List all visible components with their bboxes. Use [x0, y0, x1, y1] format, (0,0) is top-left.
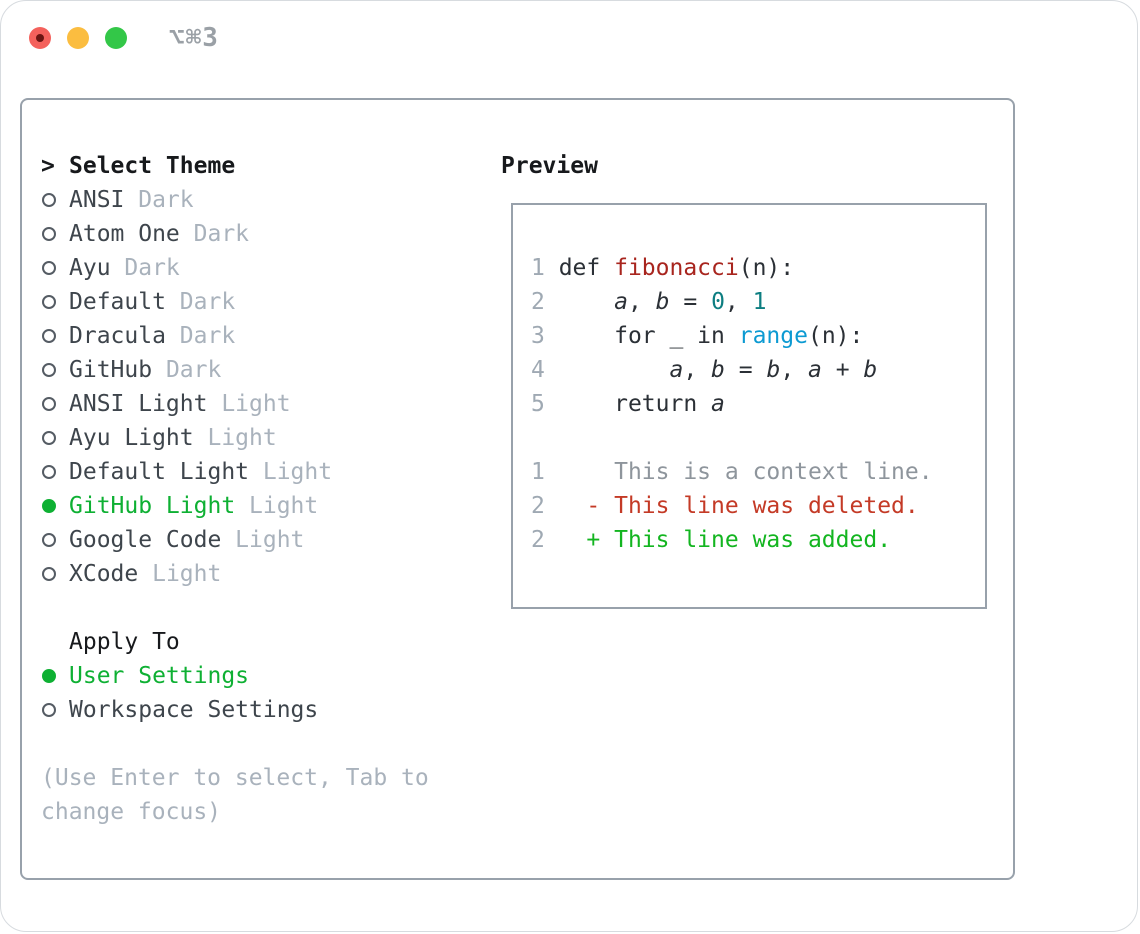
help-text: (Use Enter to select, Tab to change focu… — [41, 761, 429, 829]
apply-to-option[interactable]: Workspace Settings — [41, 693, 429, 727]
option-label: Workspace Settings — [69, 697, 319, 723]
option-label: Ayu — [69, 255, 111, 281]
close-button[interactable] — [29, 27, 51, 49]
variant-label: Dark — [138, 187, 194, 213]
theme-option[interactable]: Default Dark — [41, 285, 429, 319]
theme-option[interactable]: Ayu Light Light — [41, 421, 429, 455]
select-theme-header-row: > Select Theme — [41, 149, 429, 183]
option-label: ANSI Light — [69, 391, 208, 417]
theme-option[interactable]: Atom One Dark — [41, 217, 429, 251]
radio-selected-icon — [41, 499, 69, 513]
apply-to-title: Apply To — [69, 629, 180, 655]
radio-icon — [41, 193, 69, 207]
code-line: 4 a, b = b, a + b — [531, 357, 878, 383]
radio-selected-icon — [41, 669, 69, 683]
code-line: 3 for _ in range(n): — [531, 323, 864, 349]
radio-icon — [41, 363, 69, 377]
theme-option[interactable]: GitHub Dark — [41, 353, 429, 387]
window-titlebar: ⌥⌘3 — [29, 23, 219, 53]
option-label: Dracula — [69, 323, 166, 349]
theme-option[interactable]: ANSI Light Light — [41, 387, 429, 421]
theme-option[interactable]: ANSI Dark — [41, 183, 429, 217]
variant-label: Dark — [165, 357, 222, 383]
code-preview: 1 def fibonacci(n): 2 a, b = 0, 1 3 for _ … — [531, 251, 985, 421]
radio-icon — [41, 567, 69, 581]
theme-option[interactable]: Dracula Dark — [41, 319, 429, 353]
window-title: ⌥⌘3 — [169, 23, 219, 53]
theme-option[interactable]: GitHub Light Light — [41, 489, 429, 523]
variant-label: Dark — [193, 221, 250, 247]
variant-label: Dark — [179, 323, 236, 349]
diff-line: 2 + This line was added. — [531, 527, 892, 553]
variant-label: Light — [207, 425, 277, 451]
option-label: Default Light — [69, 459, 250, 485]
theme-option[interactable]: XCode Light — [41, 557, 429, 591]
option-label: XCode — [69, 561, 139, 587]
help-line-2: change focus) — [41, 799, 222, 825]
minimize-button[interactable] — [67, 27, 89, 49]
code-line: 5 return a — [531, 391, 725, 417]
variant-label: Light — [249, 493, 319, 519]
radio-icon — [41, 397, 69, 411]
option-label: User Settings — [69, 663, 250, 689]
maximize-button[interactable] — [105, 27, 127, 49]
radio-icon — [41, 465, 69, 479]
option-label: ANSI — [69, 187, 125, 213]
apply-to-option[interactable]: User Settings — [41, 659, 429, 693]
radio-icon — [41, 703, 69, 717]
radio-icon — [41, 431, 69, 445]
radio-icon — [41, 329, 69, 343]
theme-option[interactable]: Default Light Light — [41, 455, 429, 489]
option-label: GitHub — [69, 357, 153, 383]
diff-line: 2 - This line was deleted. — [531, 493, 919, 519]
preview-box: 1 def fibonacci(n): 2 a, b = 0, 1 3 for _ … — [511, 203, 987, 609]
variant-label: Dark — [124, 255, 180, 281]
option-label: Default — [69, 289, 166, 315]
code-line: 1 def fibonacci(n): — [531, 255, 795, 281]
option-label: Google Code — [69, 527, 222, 553]
variant-label: Light — [262, 459, 333, 485]
help-line-1: (Use Enter to select, Tab to — [41, 765, 429, 791]
option-label: GitHub Light — [69, 493, 236, 519]
theme-option[interactable]: Google Code Light — [41, 523, 429, 557]
variant-label: Light — [235, 527, 305, 553]
diff-preview: 1 This is a context line. 2 - This line w… — [531, 455, 985, 557]
variant-label: Light — [152, 561, 222, 587]
diff-line: 1 This is a context line. — [531, 459, 933, 485]
close-dot-icon — [36, 34, 44, 42]
radio-icon — [41, 227, 69, 241]
preview-title: Preview — [501, 153, 598, 179]
pointer-icon: > — [41, 153, 55, 179]
option-label: Atom One — [69, 221, 180, 247]
select-theme-title: Select Theme — [69, 153, 236, 179]
theme-option[interactable]: Ayu Dark — [41, 251, 429, 285]
radio-icon — [41, 261, 69, 275]
radio-icon — [41, 295, 69, 309]
variant-label: Dark — [179, 289, 236, 315]
code-line: 2 a, b = 0, 1 — [531, 289, 767, 315]
apply-to-header-row: Apply To — [41, 625, 429, 659]
option-label: Ayu Light — [69, 425, 194, 451]
radio-icon — [41, 533, 69, 547]
variant-label: Light — [221, 391, 291, 417]
